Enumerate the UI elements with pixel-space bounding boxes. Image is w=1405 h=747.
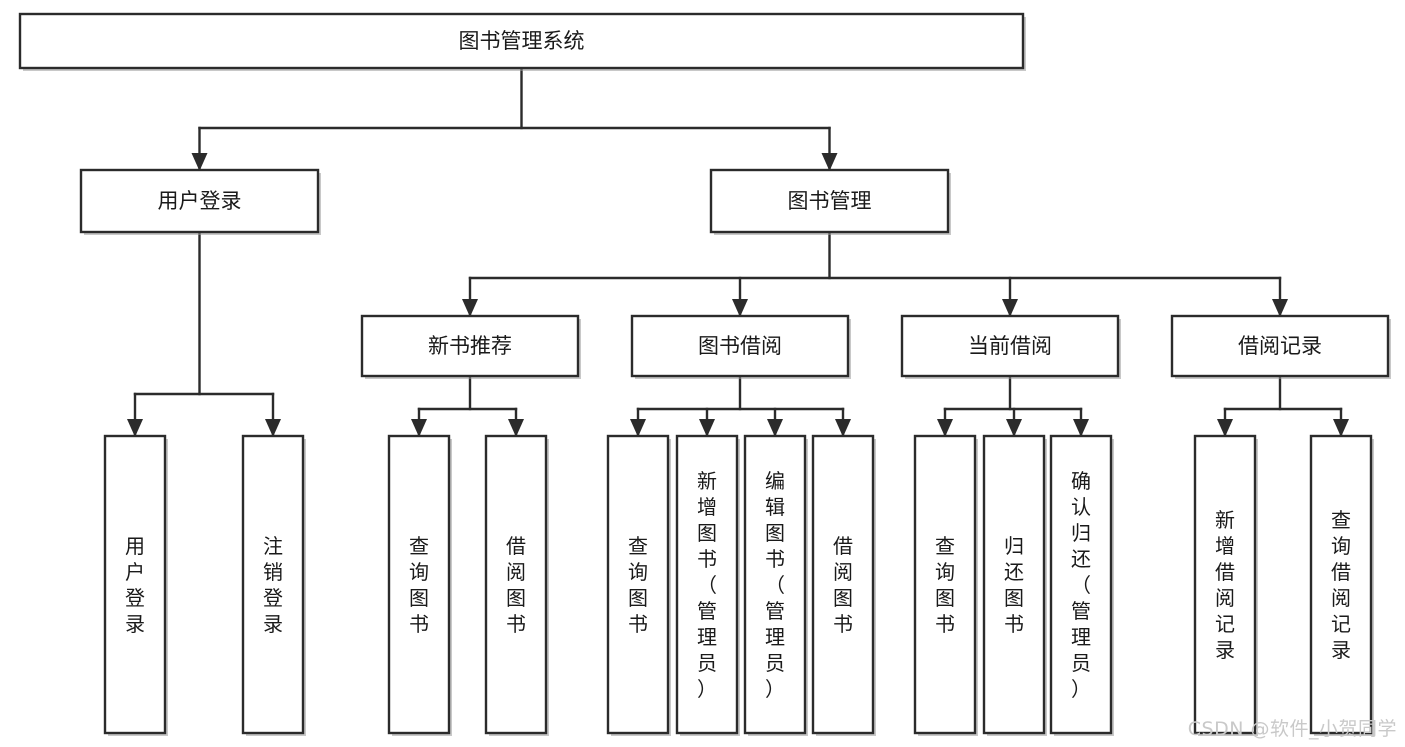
node-label: 借阅记录 — [1238, 334, 1322, 358]
node-box[interactable] — [18, 12, 1025, 70]
node-label: 用户登录 — [125, 534, 145, 636]
csdn-watermark: CSDN @软件_小贺同学 — [1187, 718, 1397, 740]
node-leaf-borrow-book[interactable]: 借阅图书 — [811, 434, 876, 736]
node-borrow-record[interactable]: 借阅记录 — [1170, 314, 1391, 379]
node-box[interactable] — [606, 434, 670, 735]
node-label: 图书管理 — [788, 189, 872, 213]
node-label: 新增图书（管理员） — [697, 469, 717, 701]
node-box[interactable] — [241, 434, 305, 735]
node-box[interactable] — [630, 314, 850, 378]
node-box[interactable] — [982, 434, 1046, 735]
node-label: 确认归还（管理员） — [1071, 469, 1091, 701]
node-leaf-edit-book[interactable]: 编辑图书（管理员） — [743, 434, 808, 736]
node-new-book-rec[interactable]: 新书推荐 — [360, 314, 581, 379]
node-leaf-user-login[interactable]: 用户登录 — [103, 434, 168, 736]
node-leaf-rec-borrow[interactable]: 借阅图书 — [484, 434, 549, 736]
node-box[interactable] — [675, 434, 739, 735]
node-label: 用户登录 — [158, 189, 242, 213]
node-box[interactable] — [1170, 314, 1390, 378]
node-box[interactable] — [900, 314, 1120, 378]
node-box[interactable] — [1049, 434, 1113, 735]
node-box[interactable] — [387, 434, 451, 735]
node-label: 查询图书 — [628, 534, 648, 636]
node-label: 注销登录 — [263, 534, 283, 636]
node-leaf-confirm-return[interactable]: 确认归还（管理员） — [1049, 434, 1114, 736]
node-leaf-cur-query[interactable]: 查询图书 — [913, 434, 978, 736]
node-label: 当前借阅 — [968, 334, 1052, 358]
node-leaf-add-record[interactable]: 新增借阅记录 — [1193, 434, 1258, 736]
node-label: 图书管理系统 — [459, 29, 585, 53]
node-label: 新增借阅记录 — [1215, 508, 1235, 662]
node-leaf-query-record[interactable]: 查询借阅记录 — [1309, 434, 1374, 736]
node-box[interactable] — [1193, 434, 1257, 735]
node-label: 借阅图书 — [833, 534, 853, 636]
node-label: 图书借阅 — [698, 334, 782, 358]
edges-layer — [127, 66, 1349, 437]
node-book-borrow[interactable]: 图书借阅 — [630, 314, 851, 379]
node-label: 编辑图书（管理员） — [765, 469, 785, 701]
node-box[interactable] — [743, 434, 807, 735]
node-current-borrow[interactable]: 当前借阅 — [900, 314, 1121, 379]
node-book-manage[interactable]: 图书管理 — [709, 168, 951, 235]
node-box[interactable] — [103, 434, 167, 735]
node-box[interactable] — [1309, 434, 1373, 735]
node-box[interactable] — [913, 434, 977, 735]
node-box[interactable] — [709, 168, 950, 234]
node-leaf-rec-query[interactable]: 查询图书 — [387, 434, 452, 736]
node-root[interactable]: 图书管理系统 — [18, 12, 1026, 71]
node-leaf-return-book[interactable]: 归还图书 — [982, 434, 1047, 736]
node-leaf-add-book[interactable]: 新增图书（管理员） — [675, 434, 740, 736]
node-box[interactable] — [484, 434, 548, 735]
node-label: 借阅图书 — [506, 534, 526, 636]
node-label: 新书推荐 — [428, 334, 512, 358]
node-label: 归还图书 — [1004, 534, 1024, 636]
node-label: 查询图书 — [409, 534, 429, 636]
node-leaf-logout[interactable]: 注销登录 — [241, 434, 306, 736]
node-box[interactable] — [811, 434, 875, 735]
node-label: 查询借阅记录 — [1331, 508, 1351, 662]
node-box[interactable] — [79, 168, 320, 234]
node-label: 查询图书 — [935, 534, 955, 636]
node-user-login[interactable]: 用户登录 — [79, 168, 321, 235]
node-box[interactable] — [360, 314, 580, 378]
nodes-layer: 图书管理系统用户登录图书管理新书推荐图书借阅当前借阅借阅记录用户登录注销登录查询… — [18, 12, 1391, 736]
node-leaf-borrow-query[interactable]: 查询图书 — [606, 434, 671, 736]
